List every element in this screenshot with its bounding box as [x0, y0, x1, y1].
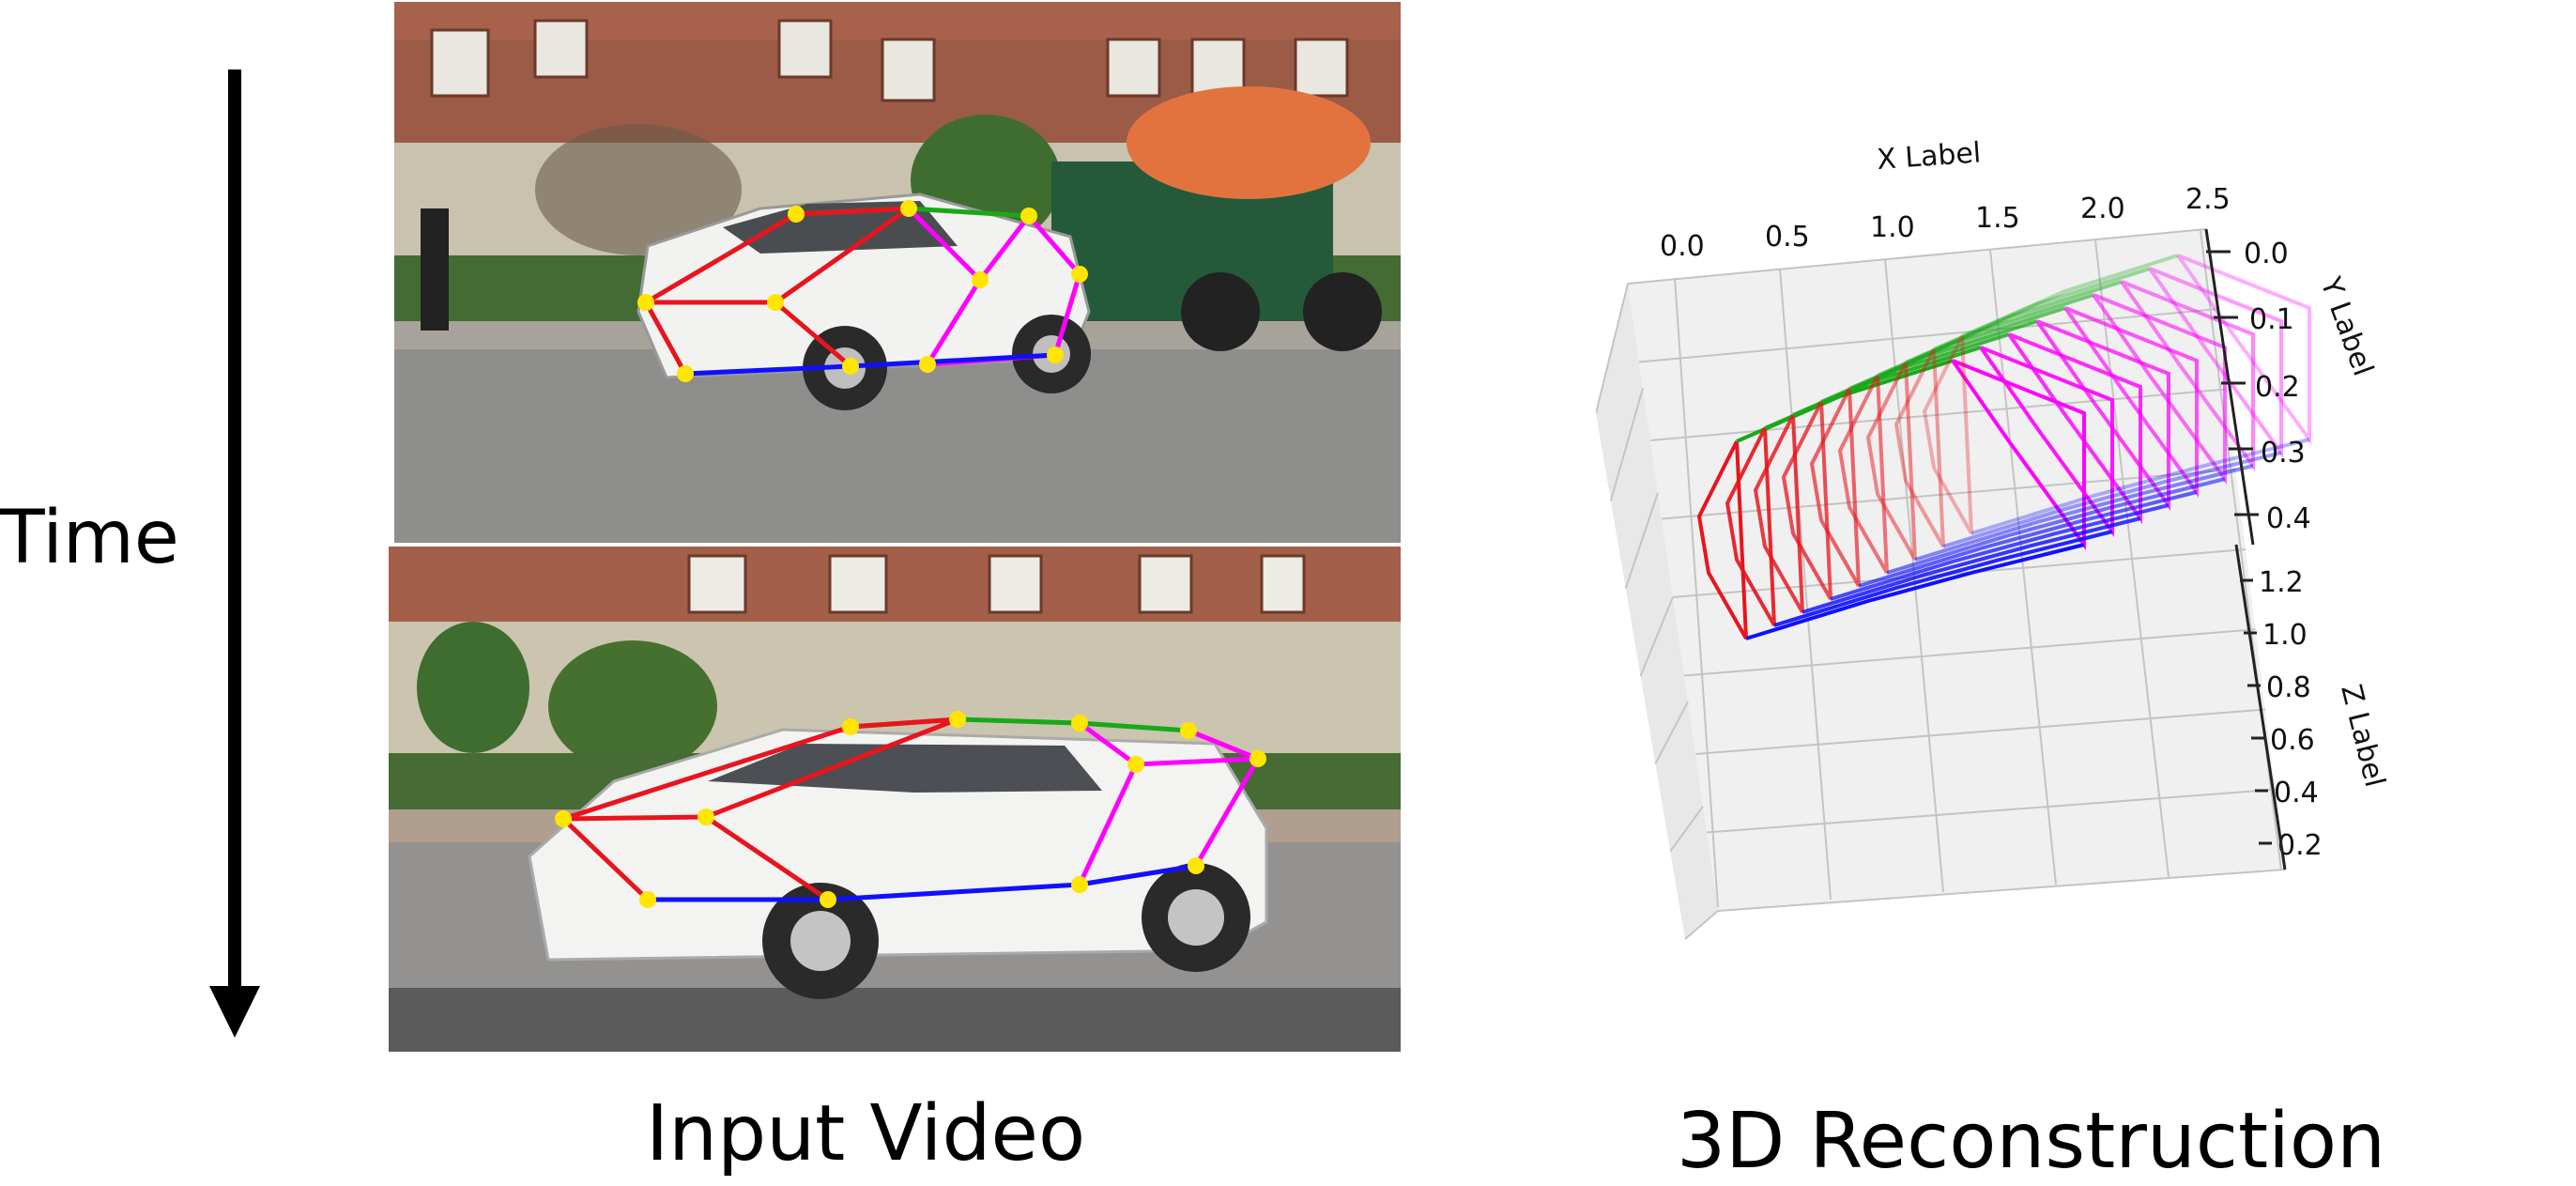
grid-line — [1639, 596, 1674, 677]
bottom-wireframe — [1830, 503, 2170, 601]
x-tick-5: 2.5 — [2185, 183, 2231, 216]
grid-line — [1717, 869, 2286, 912]
grid-line — [1669, 806, 1704, 853]
x-tick-2: 1.0 — [1870, 211, 1915, 244]
time-label: Time — [0, 496, 179, 580]
grid-line — [1627, 228, 2207, 285]
x-tick-1: 0.5 — [1765, 221, 1810, 254]
y-tick-4: 0.4 — [2266, 502, 2311, 535]
grid-line — [1638, 308, 2216, 363]
rear-wireframe — [2176, 254, 2311, 446]
front-wireframe — [1837, 375, 1889, 574]
front-wireframe — [1922, 335, 1973, 534]
x-axis-label: X Label — [1876, 136, 1982, 177]
grid-line — [1694, 708, 2266, 755]
z-tick-1: 1.0 — [2262, 619, 2308, 652]
grid-line — [1683, 628, 2256, 677]
video-frame-top — [394, 2, 1401, 543]
y-tick-0: 0.0 — [2244, 238, 2289, 270]
y-axis-label: Y Label — [2313, 272, 2379, 380]
grid-line — [1654, 701, 1689, 764]
grid-line — [1609, 388, 1644, 501]
grid-line — [1779, 268, 1832, 901]
video-frame-bottom — [389, 547, 1401, 1052]
bottom-wireframe — [1942, 451, 2282, 548]
grid-line — [1672, 548, 2246, 598]
z-tick-5: 0.2 — [2277, 829, 2323, 862]
bottom-wireframe — [1745, 543, 2085, 640]
time-arrow — [209, 69, 260, 1038]
x-tick-3: 1.5 — [1975, 202, 2020, 235]
z-tick-0: 1.2 — [2259, 566, 2304, 599]
x-tick-4: 2.0 — [2080, 193, 2125, 225]
bottom-wireframe — [1886, 477, 2226, 575]
bottom-wireframe — [1802, 516, 2141, 614]
z-tick-3: 0.6 — [2270, 724, 2315, 757]
roof-wireframe — [1877, 293, 2094, 377]
y-tick-1: 0.1 — [2249, 303, 2294, 336]
grid-line — [1684, 910, 1719, 940]
bottom-wireframe — [1914, 464, 2254, 562]
bottom-wireframe — [1773, 530, 2113, 627]
rear-wireframe — [2148, 267, 2283, 459]
front-wireframe — [1865, 362, 1917, 561]
grid-line — [1884, 258, 1944, 893]
z-tick-2: 0.8 — [2266, 671, 2311, 704]
bottom-wireframe — [1858, 490, 2198, 588]
grid-line — [1624, 492, 1659, 589]
reconstruction-plot: 0.0 0.5 1.0 1.5 2.0 2.5 X Label 0.0 0.1 … — [1596, 136, 2391, 940]
z-axis-label: Z Label — [2334, 681, 2391, 790]
grid-line — [1674, 277, 1719, 908]
roof-wireframe — [1933, 267, 2151, 351]
x-tick-0: 0.0 — [1660, 230, 1705, 263]
input-video-caption: Input Video — [646, 1089, 1086, 1178]
y-tick-2: 0.2 — [2255, 371, 2300, 404]
rear-wireframe — [2120, 280, 2255, 472]
z-tick-4: 0.4 — [2274, 777, 2319, 809]
y-tick-3: 0.3 — [2261, 437, 2306, 470]
front-wireframe — [1894, 348, 1945, 547]
grid-line — [1706, 788, 2276, 834]
3d-reconstruction-caption: 3D Reconstruction — [1677, 1097, 2386, 1186]
bottom-wireframe — [1970, 438, 2310, 535]
roof-wireframe — [1905, 280, 2123, 364]
grid-line — [1596, 283, 1629, 414]
roof-wireframe — [1961, 254, 2179, 338]
